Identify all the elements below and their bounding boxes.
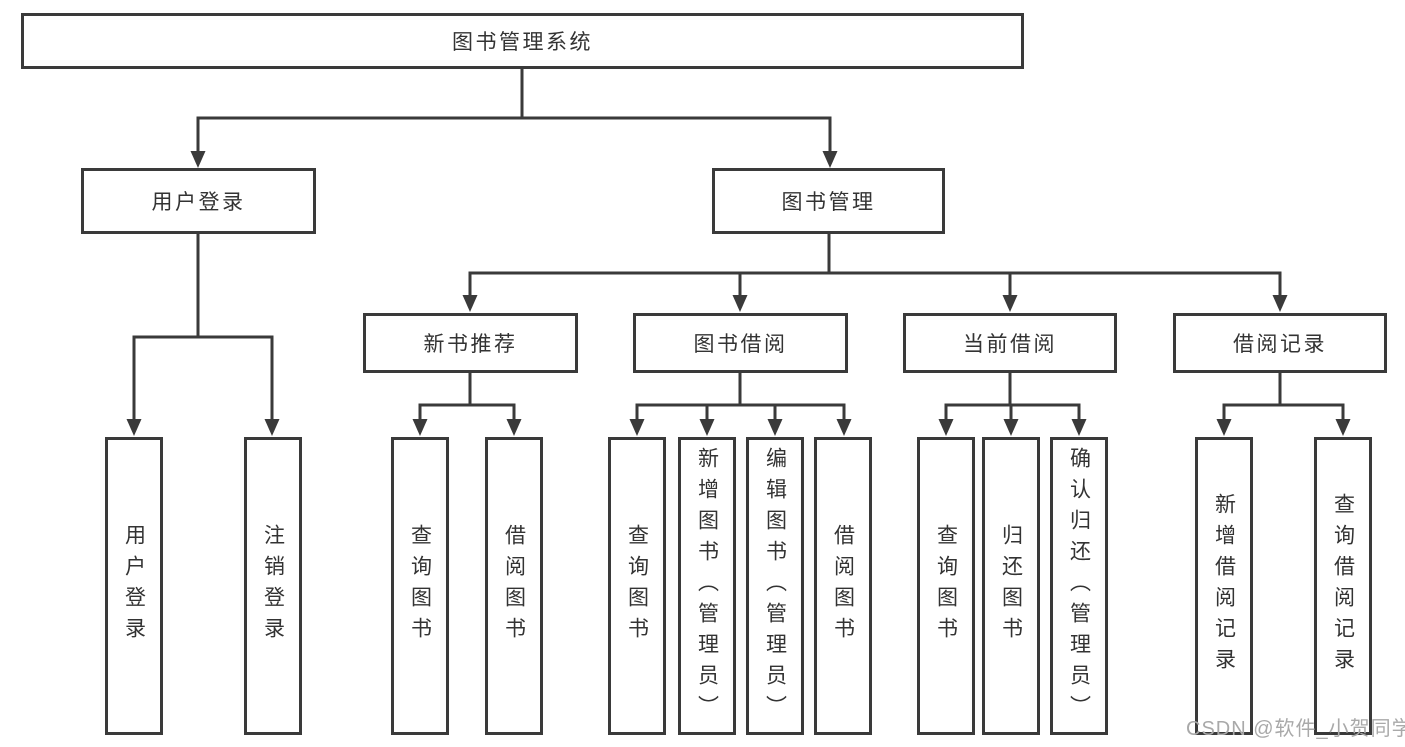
arrowhead-icon bbox=[822, 151, 838, 168]
leaf-logout: 注销登录 bbox=[244, 437, 302, 735]
node-label: 新书推荐 bbox=[423, 333, 518, 356]
node-label: 用户登录 bbox=[151, 191, 246, 214]
leaf-label: 查询图书 bbox=[934, 524, 958, 648]
node-user-login: 用户登录 bbox=[81, 168, 316, 234]
arrowhead-icon bbox=[767, 419, 783, 436]
connector-root-to-level2 bbox=[196, 64, 832, 152]
arrowhead-icon bbox=[506, 419, 522, 436]
leaf-label: 用户登录 bbox=[122, 524, 146, 648]
node-root-system: 图书管理系统 bbox=[21, 13, 1024, 69]
leaf-label: 归还图书 bbox=[999, 524, 1023, 648]
node-label: 借阅记录 bbox=[1233, 333, 1327, 356]
connector-new-book-branch bbox=[418, 370, 516, 420]
arrowhead-icon bbox=[1216, 419, 1232, 436]
connector-book-management-branch bbox=[468, 230, 1282, 297]
leaf-confirm-return-admin: 确认归还（管理员） bbox=[1050, 437, 1108, 735]
leaf-label: 借阅图书 bbox=[831, 524, 855, 648]
arrowhead-icon bbox=[938, 419, 954, 436]
node-borrow-records: 借阅记录 bbox=[1173, 313, 1387, 373]
leaf-label: 查询图书 bbox=[408, 524, 432, 648]
node-label: 图书借阅 bbox=[693, 333, 788, 356]
leaf-query-books-current: 查询图书 bbox=[917, 437, 975, 735]
connector-book-borrow-branch bbox=[635, 370, 846, 420]
leaf-label: 新增图书（管理员） bbox=[695, 446, 719, 726]
arrowhead-icon bbox=[1272, 295, 1288, 312]
connector-borrow-record-branch bbox=[1222, 370, 1345, 420]
leaf-user-login: 用户登录 bbox=[105, 437, 163, 735]
leaf-return-books: 归还图书 bbox=[982, 437, 1040, 735]
node-book-borrow: 图书借阅 bbox=[633, 313, 848, 373]
arrowhead-icon bbox=[732, 295, 748, 312]
leaf-add-books-admin: 新增图书（管理员） bbox=[678, 437, 736, 735]
leaf-query-books-borrow: 查询图书 bbox=[608, 437, 666, 735]
leaf-edit-books-admin: 编辑图书（管理员） bbox=[746, 437, 804, 735]
node-root-label: 图书管理系统 bbox=[452, 31, 593, 54]
leaf-borrow-books-borrow: 借阅图书 bbox=[814, 437, 872, 735]
arrowhead-icon bbox=[1071, 419, 1087, 436]
arrowhead-icon bbox=[264, 419, 280, 436]
node-label: 当前借阅 bbox=[963, 333, 1057, 356]
leaf-query-borrow-record: 查询借阅记录 bbox=[1314, 437, 1372, 735]
leaf-label: 注销登录 bbox=[261, 524, 285, 648]
node-new-book-recommend: 新书推荐 bbox=[363, 313, 578, 373]
node-book-management: 图书管理 bbox=[712, 168, 945, 234]
leaf-label: 确认归还（管理员） bbox=[1067, 446, 1091, 726]
leaf-label: 查询借阅记录 bbox=[1331, 493, 1355, 679]
leaf-label: 查询图书 bbox=[625, 524, 649, 648]
leaf-label: 借阅图书 bbox=[502, 524, 526, 648]
arrowhead-icon bbox=[1335, 419, 1351, 436]
leaf-query-books-recommend: 查询图书 bbox=[391, 437, 449, 735]
node-current-borrow: 当前借阅 bbox=[903, 313, 1117, 373]
leaf-label: 新增借阅记录 bbox=[1212, 493, 1236, 679]
leaf-borrow-books-recommend: 借阅图书 bbox=[485, 437, 543, 735]
watermark: CSDN @软件_小贺同学 bbox=[1186, 718, 1405, 740]
leaf-add-borrow-record: 新增借阅记录 bbox=[1195, 437, 1253, 735]
connector-arrowheads bbox=[126, 151, 1351, 436]
leaf-label: 编辑图书（管理员） bbox=[763, 446, 787, 726]
arrowhead-icon bbox=[1003, 419, 1019, 436]
arrowhead-icon bbox=[462, 295, 478, 312]
arrowhead-icon bbox=[126, 419, 142, 436]
arrowhead-icon bbox=[1002, 295, 1018, 312]
arrowhead-icon bbox=[699, 419, 715, 436]
connector-current-borrow-branch bbox=[944, 370, 1081, 420]
connector-user-login-branch bbox=[132, 230, 274, 420]
arrowhead-icon bbox=[190, 151, 206, 168]
arrowhead-icon bbox=[836, 419, 852, 436]
node-label: 图书管理 bbox=[781, 191, 876, 214]
arrowhead-icon bbox=[412, 419, 428, 436]
arrowhead-icon bbox=[629, 419, 645, 436]
